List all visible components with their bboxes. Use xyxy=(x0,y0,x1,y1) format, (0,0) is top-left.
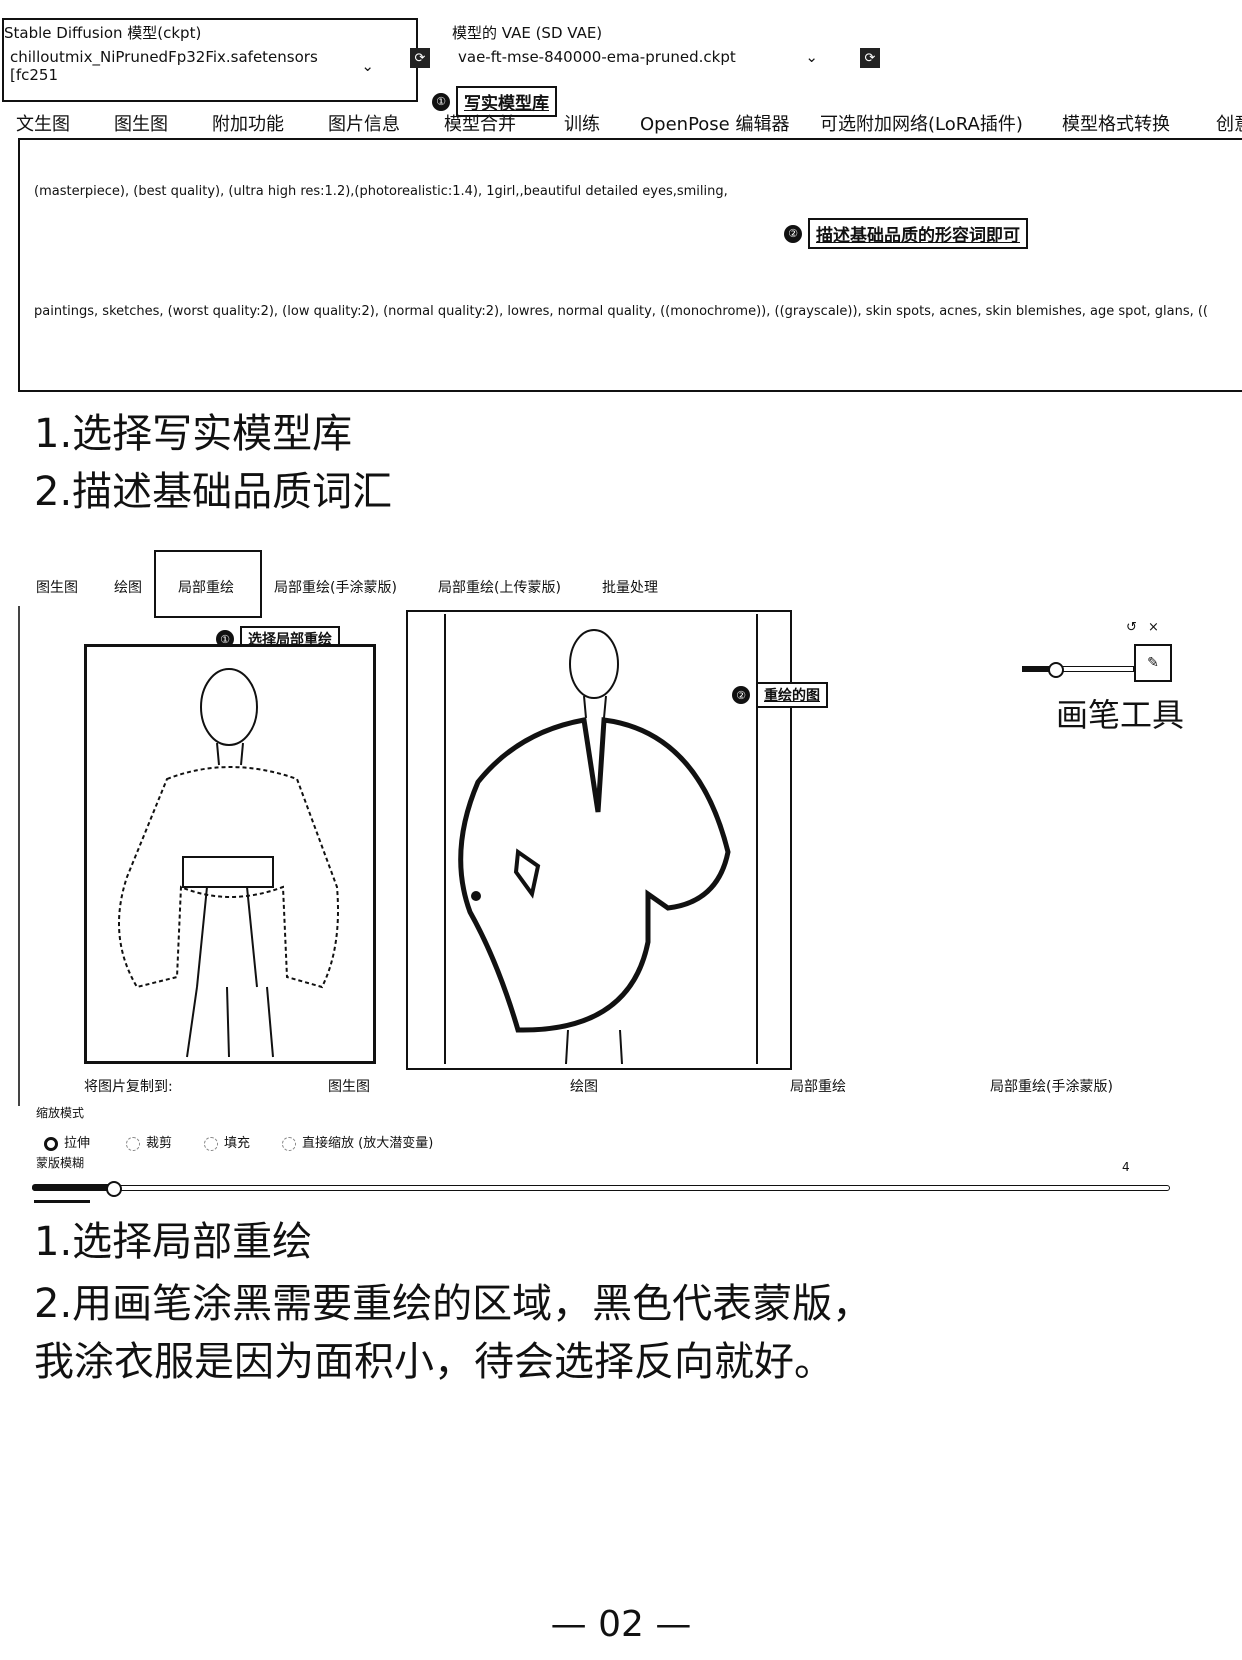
copy-to-inpaint-button[interactable]: 局部重绘 xyxy=(790,1079,846,1095)
tab-additional-networks[interactable]: 可选附加网络(LoRA插件) xyxy=(820,114,1023,135)
brush-icon: ✎ xyxy=(1147,655,1159,671)
panel-divider xyxy=(18,606,20,1106)
callout-model-library: ① 写实模型库 xyxy=(432,86,557,117)
canvas-inner-border xyxy=(444,614,446,1064)
subtab-inpaint-sketch[interactable]: 局部重绘(手涂蒙版) xyxy=(274,580,397,596)
copy-to-sketch-button[interactable]: 绘图 xyxy=(570,1079,598,1095)
resize-mode-option[interactable]: 直接缩放 (放大潜变量) xyxy=(282,1132,433,1151)
brush-button[interactable]: ✎ xyxy=(1134,644,1172,682)
slider-thumb[interactable] xyxy=(1048,662,1064,678)
model-value: chilloutmix_NiPrunedFp32Fix.safetensors … xyxy=(10,48,318,84)
tab-model-converter[interactable]: 模型格式转换 xyxy=(1062,114,1170,135)
callout-label: 重绘的图 xyxy=(756,682,828,708)
instruction-line: 1.选择局部重绘 xyxy=(34,1219,313,1265)
callout-repaint-image: ② 重绘的图 xyxy=(732,682,828,708)
brush-tool-label: 画笔工具 xyxy=(1056,696,1185,734)
instruction-line: 我涂衣服是因为面积小，待会选择反向就好。 xyxy=(34,1339,834,1385)
subtab-batch[interactable]: 批量处理 xyxy=(602,580,658,596)
radio-selected-icon xyxy=(44,1136,58,1151)
callout-quality-words: ② 描述基础品质的形容词即可 xyxy=(784,218,1028,249)
mask-blur-slider[interactable] xyxy=(32,1181,1170,1197)
tab-extras[interactable]: 附加功能 xyxy=(212,114,284,135)
vae-refresh-button[interactable]: ⟳ xyxy=(860,48,880,68)
tab-checkpoint-merger[interactable]: 模型合并 xyxy=(444,114,516,135)
callout-number: ① xyxy=(432,92,450,111)
vae-label: 模型的 VAE (SD VAE) xyxy=(452,24,603,42)
brush-size-slider[interactable] xyxy=(1022,662,1134,678)
source-image-panel xyxy=(84,644,376,1064)
sketch-figure-image xyxy=(118,668,339,1058)
callout-number: ① xyxy=(216,630,234,648)
close-icon: × xyxy=(1148,620,1159,635)
tab-png-info[interactable]: 图片信息 xyxy=(328,114,400,135)
tab-creative[interactable]: 创意 xyxy=(1216,114,1242,135)
callout-label: 写实模型库 xyxy=(456,86,557,117)
resize-mode-option[interactable]: 裁剪 xyxy=(126,1132,172,1151)
chevron-down-icon: ⌄ xyxy=(805,48,818,66)
model-label: Stable Diffusion 模型(ckpt) xyxy=(4,24,202,42)
model-dropdown[interactable]: chilloutmix_NiPrunedFp32Fix.safetensors … xyxy=(10,48,374,84)
mask-blur-label: 蒙版模糊 xyxy=(36,1156,85,1170)
slider-fill xyxy=(32,1184,112,1191)
callout-label: 描述基础品质的形容词即可 xyxy=(808,218,1028,249)
refresh-icon: ⟳ xyxy=(864,50,876,66)
callout-number: ② xyxy=(732,686,750,704)
copy-to-inpaint-sketch-button[interactable]: 局部重绘(手涂蒙版) xyxy=(990,1079,1113,1095)
subtab-inpaint-upload[interactable]: 局部重绘(上传蒙版) xyxy=(438,580,561,596)
model-refresh-button[interactable]: ⟳ xyxy=(410,48,430,68)
page-number: — 02 — xyxy=(550,1604,692,1645)
negative-prompt-input[interactable]: paintings, sketches, (worst quality:2), … xyxy=(34,304,1208,319)
canvas-undo-button[interactable]: ↺ xyxy=(1126,620,1137,635)
tab-img2img[interactable]: 图生图 xyxy=(114,114,168,135)
selected-subtab-box xyxy=(154,550,262,618)
vae-value: vae-ft-mse-840000-ema-pruned.ckpt xyxy=(458,48,736,66)
callout-number: ② xyxy=(784,224,802,243)
instruction-line: 2.用画笔涂黑需要重绘的区域，黑色代表蒙版， xyxy=(34,1281,873,1327)
slider-tick xyxy=(34,1200,90,1203)
copy-to-img2img-button[interactable]: 图生图 xyxy=(328,1079,370,1095)
resize-mode-label: 缩放模式 xyxy=(36,1106,85,1120)
slider-fill xyxy=(1022,666,1052,672)
inpaint-canvas-panel[interactable] xyxy=(406,610,792,1070)
instruction-line: 1.选择写实模型库 xyxy=(34,411,353,457)
canvas-close-button[interactable]: × xyxy=(1148,620,1159,635)
canvas-inner-border xyxy=(756,614,758,1064)
radio-icon xyxy=(126,1136,140,1151)
subtab-inpaint[interactable]: 局部重绘 xyxy=(178,580,234,596)
radio-icon xyxy=(282,1136,296,1151)
copy-to-label: 将图片复制到: xyxy=(84,1079,173,1095)
instruction-line: 2.描述基础品质词汇 xyxy=(34,469,393,515)
positive-prompt-input[interactable]: (masterpiece), (best quality), (ultra hi… xyxy=(34,184,728,199)
prompt-panel: (masterpiece), (best quality), (ultra hi… xyxy=(18,138,1242,392)
subtab-img2img[interactable]: 图生图 xyxy=(36,580,78,596)
slider-thumb[interactable] xyxy=(106,1181,122,1197)
refresh-icon: ⟳ xyxy=(414,50,426,66)
vae-dropdown[interactable]: vae-ft-mse-840000-ema-pruned.ckpt ⌄ xyxy=(458,48,818,66)
tab-train[interactable]: 训练 xyxy=(564,114,600,135)
resize-mode-option[interactable]: 拉伸 xyxy=(44,1132,90,1151)
chevron-down-icon: ⌄ xyxy=(361,57,374,75)
resize-mode-option[interactable]: 填充 xyxy=(204,1132,250,1151)
slider-track xyxy=(32,1185,1170,1191)
radio-icon xyxy=(204,1136,218,1151)
subtab-sketch[interactable]: 绘图 xyxy=(114,580,142,596)
mask-blur-value[interactable]: 4 xyxy=(1122,1160,1130,1174)
main-tab-bar: 文生图 图生图 附加功能 图片信息 模型合并 训练 OpenPose 编辑器 可… xyxy=(0,108,1242,138)
tab-txt2img[interactable]: 文生图 xyxy=(16,114,70,135)
masked-figure-image xyxy=(458,629,731,1065)
tab-openpose-editor[interactable]: OpenPose 编辑器 xyxy=(640,114,790,135)
undo-icon: ↺ xyxy=(1126,620,1137,635)
